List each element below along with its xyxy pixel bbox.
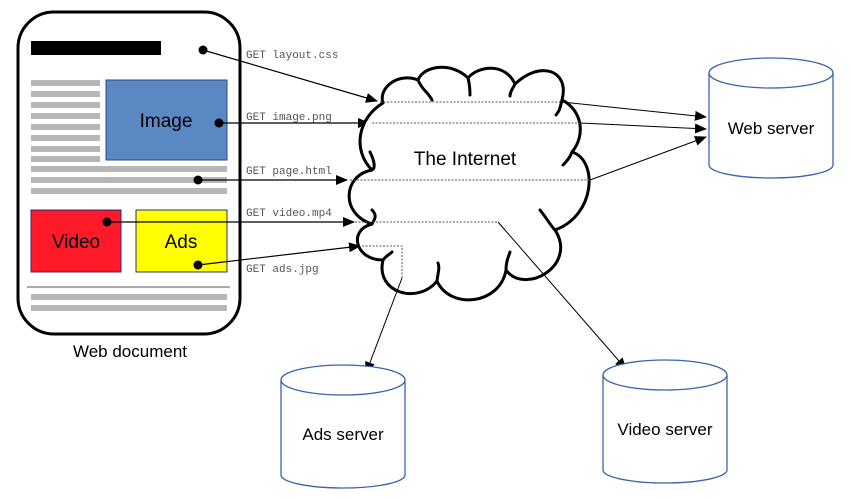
ads-server-label: Ads server (302, 425, 384, 444)
text-lines-left (31, 80, 100, 162)
dot-image (214, 118, 224, 128)
arrow-ads-jpg (197, 242, 361, 266)
ads-block-label: Ads (165, 232, 198, 253)
web-document: Image Video Ads (16, 10, 242, 336)
request-arrows (108, 49, 378, 266)
request-label-video: GET video.mp4 (246, 208, 332, 220)
image-block (105, 79, 228, 161)
image-block-label: Image (140, 111, 193, 132)
dot-layout (198, 45, 208, 55)
request-label-ads: GET ads.jpg (246, 264, 319, 276)
document-frame (16, 10, 242, 336)
web-server (708, 57, 834, 179)
cloud-transit-paths (350, 101, 590, 278)
arrow-to-web-2 (579, 122, 707, 134)
arrow-to-web-1 (561, 101, 707, 121)
video-server (602, 359, 728, 484)
ads-server (280, 364, 406, 489)
request-label-image: GET image.png (246, 112, 332, 124)
dot-video (102, 217, 112, 227)
video-server-label: Video server (617, 420, 712, 439)
arrow-to-video (497, 221, 627, 370)
title-bar (31, 41, 161, 55)
server-arrows (365, 101, 707, 374)
internet-cloud (347, 65, 591, 302)
web-server-label: Web server (728, 119, 815, 138)
text-lines-footer (31, 294, 227, 311)
text-lines-middle (31, 166, 227, 194)
dot-page (193, 175, 203, 185)
connection-dots (102, 45, 224, 270)
arrow-layout-css (202, 49, 378, 103)
internet-label: The Internet (414, 149, 517, 170)
arrow-to-ads (365, 277, 403, 374)
web-document-label: Web document (73, 342, 187, 361)
video-block-label: Video (52, 232, 100, 253)
request-label-page: GET page.html (246, 166, 332, 178)
dot-ads (193, 260, 203, 270)
ads-block (135, 209, 228, 273)
request-label-layout: GET layout.css (246, 50, 338, 62)
arrow-to-web-3 (589, 136, 707, 181)
